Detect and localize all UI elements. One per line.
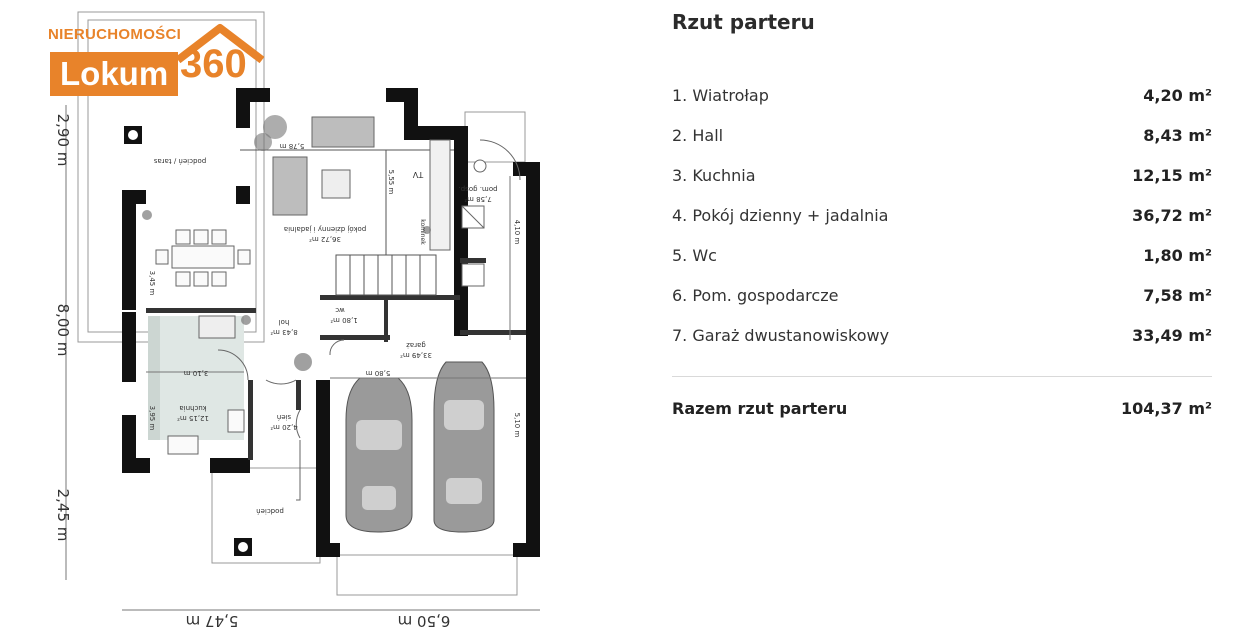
- area-value: 33,49 m²: [1132, 325, 1212, 345]
- label-living-area: 36,72 m²: [309, 235, 341, 243]
- area-label: 2. Hall: [672, 125, 724, 145]
- label-hall: hol: [279, 318, 290, 326]
- dim-stair-h: 5,55 m: [387, 170, 395, 195]
- floor-plan: podcień / taras pokój dzienny i jadalnia…: [54, 11, 540, 630]
- area-value: 12,15 m²: [1132, 165, 1212, 185]
- label-utility: pom. gosp.: [458, 185, 497, 193]
- label-small-area: 5,78 m: [280, 142, 305, 150]
- logo-roof-icon: [175, 24, 265, 64]
- area-label: 7. Garaż dwustanowiskowy: [672, 325, 890, 345]
- dim-left-bot: 2,45 m: [54, 489, 72, 542]
- label-garage: garaż: [406, 341, 426, 349]
- label-utility-area: 7,58 m²: [464, 195, 492, 203]
- area-label: 5. Wc: [672, 245, 717, 265]
- dim-left-mid: 8,00 m: [54, 304, 72, 357]
- area-row: 1. Wiatrołap 4,20 m²: [672, 75, 1212, 115]
- area-value: 7,58 m²: [1143, 285, 1212, 305]
- label-tv: TV: [412, 170, 424, 179]
- panel-title: Rzut parteru: [672, 10, 815, 34]
- area-value: 36,72 m²: [1132, 205, 1212, 225]
- label-kitchen: kuchnia: [179, 404, 206, 412]
- area-row: 4. Pokój dzienny + jadalnia 36,72 m²: [672, 195, 1212, 235]
- area-label: 1. Wiatrołap: [672, 85, 769, 105]
- total-label: Razem rzut parteru: [672, 398, 848, 418]
- area-value: 1,80 m²: [1143, 245, 1212, 265]
- label-garage-area: 33,49 m²: [400, 351, 432, 359]
- area-row: 5. Wc 1,80 m²: [672, 235, 1212, 275]
- label-wc-area: 1,80 m²: [330, 316, 358, 324]
- label-kitchen-width: 3,10 m: [184, 369, 209, 377]
- area-label: 6. Pom. gospodarcze: [672, 285, 839, 305]
- dim-right-top: 4,10 m: [513, 220, 521, 245]
- logo-text-top: NIERUCHOMOŚCI: [48, 26, 182, 43]
- area-row: 2. Hall 8,43 m²: [672, 115, 1212, 155]
- dim-bottom-right: 6,50 m: [398, 612, 451, 630]
- label-kitchen-area: 12,15 m²: [177, 414, 209, 422]
- total-value: 104,37 m²: [1121, 398, 1212, 418]
- area-row: 3. Kuchnia 12,15 m²: [672, 155, 1212, 195]
- dim-left-top: 2,90 m: [54, 114, 72, 167]
- label-garage-width: 5,80 m: [366, 369, 391, 377]
- area-value: 8,43 m²: [1143, 125, 1212, 145]
- area-row: 7. Garaż dwustanowiskowy 33,49 m²: [672, 315, 1212, 355]
- total-row: Razem rzut parteru 104,37 m²: [672, 388, 1212, 428]
- label-terrace: podcień / taras: [153, 157, 206, 165]
- area-label: 3. Kuchnia: [672, 165, 756, 185]
- label-vestibule-area: 4,20 m²: [270, 423, 298, 431]
- logo-number: 360: [180, 42, 247, 86]
- label-wc: wc: [335, 306, 345, 314]
- dim-right-bot: 5,10 m: [513, 413, 521, 438]
- area-label: 4. Pokój dzienny + jadalnia: [672, 205, 889, 225]
- dim-kitchen-h: 3,95 m: [148, 406, 156, 431]
- area-row: 6. Pom. gospodarcze 7,58 m²: [672, 275, 1212, 315]
- label-porch: podcień: [256, 507, 284, 515]
- label-hall-area: 8,43 m²: [270, 328, 298, 336]
- label-vestibule: sień: [277, 413, 291, 421]
- area-value: 4,20 m²: [1143, 85, 1212, 105]
- divider: [672, 376, 1212, 377]
- dim-dining-w: 3,45 m: [148, 271, 156, 296]
- area-list: 1. Wiatrołap 4,20 m² 2. Hall 8,43 m² 3. …: [672, 75, 1212, 355]
- label-fireplace: kominek: [419, 219, 426, 245]
- dim-bottom-left: 5,47 m: [186, 612, 239, 630]
- label-living: pokój dzienny i jadalnia: [284, 225, 366, 233]
- logo-brand: Lokum: [50, 52, 178, 96]
